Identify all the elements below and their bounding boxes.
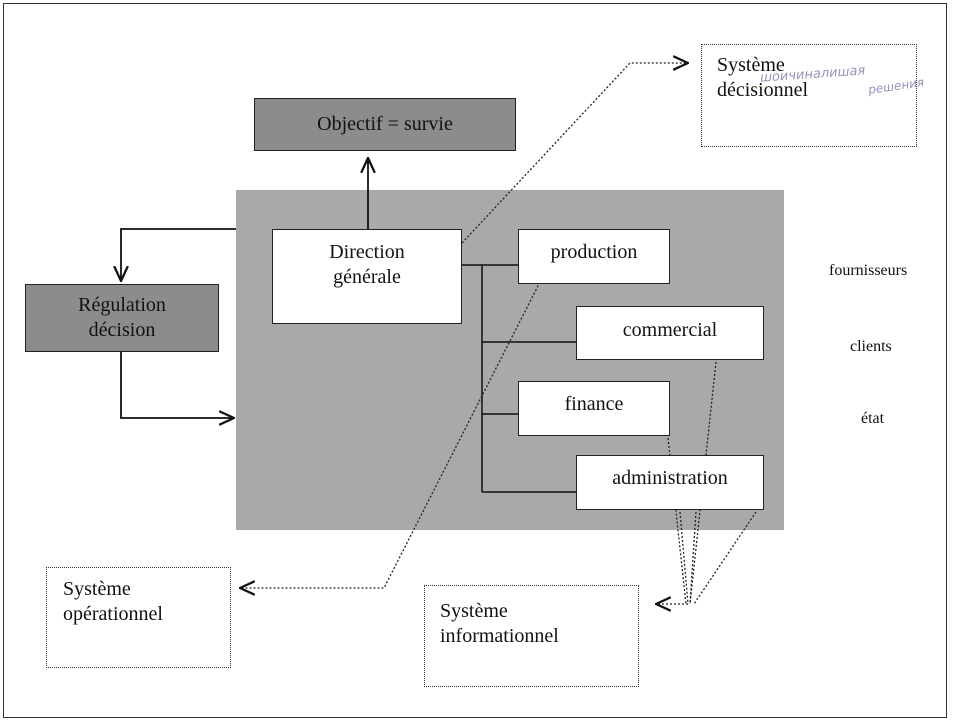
system-informational-line2: informationnel [440,625,559,647]
department-administration-label: administration [612,467,728,489]
system-informational-box: Système informationnel [424,585,639,687]
arrow-regulation-to-area [120,352,234,418]
system-informational-line1: Système [440,600,508,622]
external-clients: clients [850,338,892,355]
department-production: production [518,229,670,284]
regulation-label-line1: Régulation [78,294,166,316]
direction-box: Direction générale [272,229,462,324]
arrow-area-to-regulation [121,228,236,281]
objective-label: Objectif = survie [317,113,453,135]
department-finance-label: finance [564,393,624,415]
diagram-frame [3,3,947,718]
direction-label-line2: générale [333,266,401,288]
regulation-label-line2: décision [88,319,156,341]
external-etat: état [861,410,885,427]
system-operational-line2: opérationnel [63,603,163,625]
direction-label-line1: Direction [329,241,405,263]
department-commercial-label: commercial [622,319,718,341]
objective-box: Objectif = survie [254,98,516,151]
system-decisional-line2: décisionnel [717,79,809,101]
system-operational-line1: Système [63,578,131,600]
department-finance: finance [518,381,670,436]
dotted-arrow-to-decisional [461,63,688,244]
dotted-arrow-to-operational [240,281,541,588]
system-operational-box: Système opérationnel [46,567,231,668]
system-decisional-box: Système décisionnel [701,44,917,147]
system-decisional-line1: Système [717,54,785,76]
external-fournisseurs: fournisseurs [829,262,908,279]
org-tree-lines [462,264,576,493]
regulation-box: Régulation décision [25,284,219,352]
department-production-label: production [550,241,638,263]
department-commercial: commercial [576,306,764,360]
department-administration: administration [576,455,764,510]
